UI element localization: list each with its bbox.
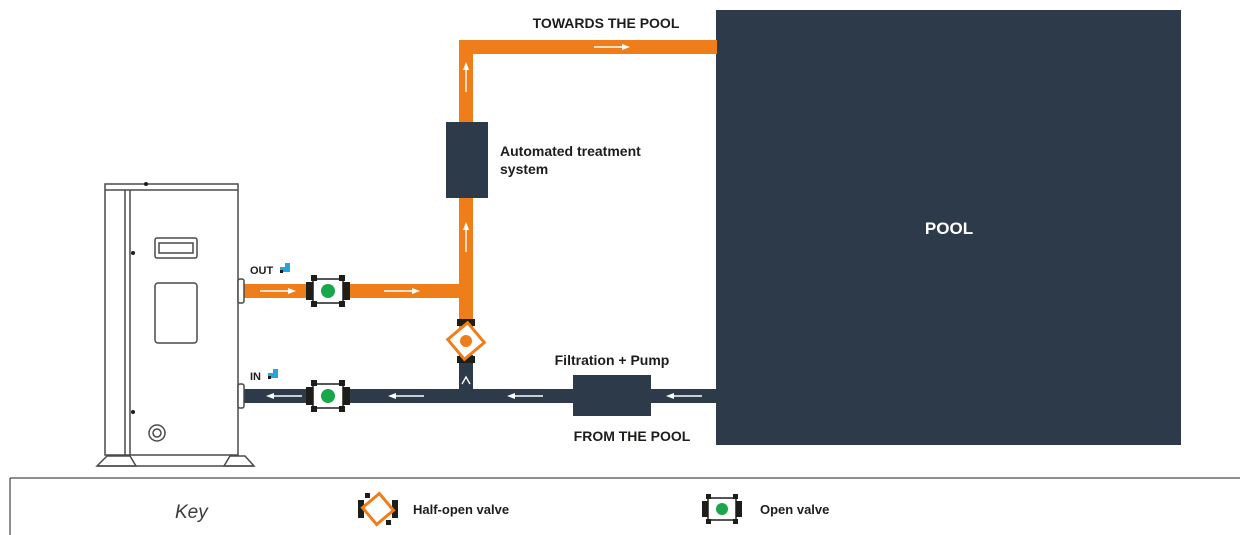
open-valve-icon [306,380,350,412]
heat-pump-panel [154,282,198,344]
hot-pipe-out [243,284,473,298]
flow-arrow-in-3 [507,393,543,399]
pool-label: POOL [925,219,973,238]
flow-arrow-in-4 [666,393,702,399]
open-valve-icon [306,275,350,307]
filtration-label: Filtration + Pump [555,352,670,368]
key-title: Key [175,502,209,523]
treatment-label-line2: system [500,161,548,177]
from-pool-label: FROM THE POOL [574,428,691,444]
flow-arrow-riser-upper [463,62,469,92]
hot-pipe-network [243,40,717,330]
flow-arrow-in-2 [388,393,424,399]
half-open-valve-icon [445,319,487,363]
heat-pump-foot-right [222,455,256,467]
heat-pump-drain-inner [152,428,162,438]
half-open-valve-icon [358,491,398,527]
out-label: OUT [250,265,274,277]
flow-arrow-out-2 [384,288,420,294]
open-valve-icon [702,494,742,524]
in-connector [237,383,245,409]
flow-arrow-in-1 [266,393,302,399]
heat-pump-foot-left [95,455,138,467]
key-open-label: Open valve [760,502,829,517]
tap-icon [280,263,290,273]
key-panel: Key Half-open valve Open valve [9,477,1240,535]
treatment-label-line1: Automated treatment [500,143,641,159]
flow-arrow-top [594,44,630,50]
tap-icon [268,369,278,379]
towards-pool-label: TOWARDS THE POOL [533,15,680,31]
heat-pump-screw-lower [131,410,135,414]
key-half-open-label: Half-open valve [413,502,509,517]
flow-arrow-bypass [461,375,471,385]
flow-arrow-riser-lower [463,222,469,252]
in-label: IN [250,371,261,383]
heat-pump-display-inner [158,242,194,254]
hot-pipe-top [459,40,717,54]
heat-pump-screw-upper [131,251,135,255]
heat-pump-top-screw [144,182,148,186]
heat-pump-unit [95,182,256,467]
flow-arrows [260,44,702,399]
cold-pipe-bypass-stub [459,355,473,395]
filtration-pump-box [573,375,651,416]
flow-arrow-out-1 [260,288,296,294]
treatment-system-box [446,122,488,198]
pool-block [716,10,1181,445]
out-connector [237,278,245,304]
